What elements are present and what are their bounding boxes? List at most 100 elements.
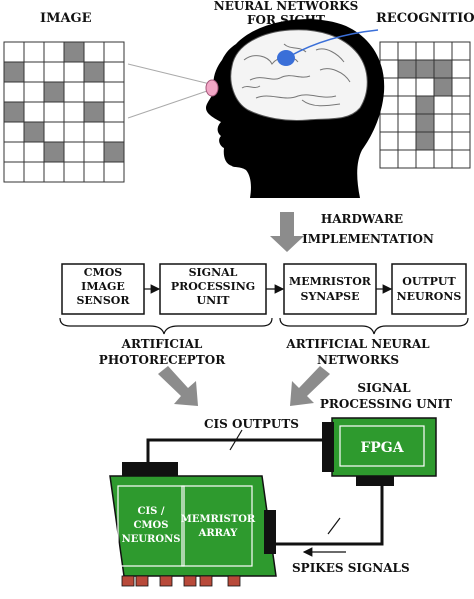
image-grid-cell: [3, 81, 25, 103]
image-grid-cell: [3, 101, 25, 123]
image-grid-cell: [103, 141, 125, 163]
block-cmos-line3: SENSOR: [76, 294, 130, 307]
image-grid-cell: [43, 161, 65, 183]
memristor-array-line1: MEMRISTOR: [181, 514, 256, 525]
image-grid-cell: [23, 161, 45, 183]
recognition-grid-cell: [451, 41, 471, 61]
recognition-grid-cell: [451, 77, 471, 97]
block-spu-line1: SIGNAL: [189, 266, 238, 279]
recognition-grid-cell: [415, 41, 435, 61]
image-grid-cell: [83, 81, 105, 103]
recognition-grid-cell: [415, 113, 435, 133]
neural-networks-label-line1: NEURAL NETWORKS: [214, 0, 359, 13]
image-grid-cell: [3, 61, 25, 83]
memristor-array-line2: ARRAY: [198, 528, 239, 539]
image-grid-cell: [83, 41, 105, 63]
main-board: CIS / CMOS NEURONS MEMRISTOR ARRAY: [109, 475, 277, 577]
sight-line-bottom: [127, 89, 211, 119]
image-grid-cell: [43, 61, 65, 83]
image-grid-cell: [103, 41, 125, 63]
image-grid-cell: [63, 101, 85, 123]
image-grid-cell: [23, 61, 45, 83]
recognition-grid-cell: [451, 131, 471, 151]
recognition-grid-cell: [397, 95, 417, 115]
block-cmos-line2: IMAGE: [81, 280, 125, 293]
image-grid-cell: [63, 141, 85, 163]
eye-icon: [205, 79, 219, 97]
image-grid-cell: [103, 61, 125, 83]
recognition-grid-cell: [415, 77, 435, 97]
image-grid-cell: [23, 141, 45, 163]
spikes-signals-label: SPIKES SIGNALS: [292, 561, 410, 575]
hardware-label-line1: HARDWARE: [321, 212, 403, 226]
recognition-grid-cell: [433, 77, 453, 97]
image-grid-cell: [3, 121, 25, 143]
image-grid-cell: [3, 161, 25, 183]
fpga-side-connector: [322, 422, 334, 472]
image-grid-cell: [83, 61, 105, 83]
recognition-grid-cell: [379, 131, 399, 151]
block-signal-processing-unit: SIGNAL PROCESSING UNIT: [159, 263, 267, 315]
visual-area-highlight: [277, 50, 295, 66]
recognition-grid-cell: [397, 59, 417, 79]
hardware-label-line2: IMPLEMENTATION: [302, 232, 434, 246]
recognition-grid-cell: [379, 149, 399, 169]
image-grid-cell: [103, 121, 125, 143]
image-grid-cell: [63, 81, 85, 103]
recognition-grid-cell: [433, 149, 453, 169]
brain-icon: [230, 29, 368, 121]
image-grid-cell: [23, 121, 45, 143]
image-grid-cell: [3, 141, 25, 163]
image-grid-cell: [63, 121, 85, 143]
image-grid-cell: [63, 161, 85, 183]
image-grid-cell: [23, 41, 45, 63]
group-left-line2: PHOTORECEPTOR: [99, 353, 226, 367]
block-memristor-line1: MEMRISTOR: [289, 275, 372, 288]
cis-block-line1: CIS /: [138, 506, 165, 517]
group-right-line1: ARTIFICIAL NEURAL: [285, 337, 430, 351]
recognition-grid-cell: [451, 149, 471, 169]
image-grid-cell: [63, 61, 85, 83]
recognition-grid-cell: [397, 149, 417, 169]
main-board-top-connector: [122, 462, 178, 476]
image-grid-cell: [103, 161, 125, 183]
recognition-label: RECOGNITION: [376, 11, 474, 26]
block-cmos-image-sensor: CMOS IMAGE SENSOR: [61, 263, 145, 315]
image-grid-cell: [43, 41, 65, 63]
recognition-grid-cell: [415, 59, 435, 79]
group-right-line2: NETWORKS: [317, 353, 399, 367]
sight-line-top: [127, 63, 211, 85]
group-left-line1: ARTIFICIAL: [121, 337, 203, 351]
brain-folds: [241, 43, 351, 107]
image-grid-cell: [23, 81, 45, 103]
block-spu-line3: UNIT: [197, 294, 231, 307]
fpga-label: FPGA: [360, 440, 404, 456]
cis-bus-slash: [229, 429, 243, 451]
spu-board-label-line2: PROCESSING UNIT: [320, 397, 452, 411]
recognition-grid-cell: [397, 41, 417, 61]
spu-board-label-line1: SIGNAL: [357, 381, 411, 395]
block-output-line2: NEURONS: [397, 290, 462, 303]
image-grid-cell: [43, 141, 65, 163]
spikes-cable: [274, 486, 384, 546]
recognition-grid: [379, 41, 471, 169]
recognition-grid-cell: [433, 113, 453, 133]
image-grid-cell: [83, 141, 105, 163]
recognition-grid-cell: [433, 41, 453, 61]
fpga-board: FPGA: [331, 417, 437, 477]
recognition-grid-cell: [433, 131, 453, 151]
block-output-line1: OUTPUT: [402, 275, 456, 288]
board-pins: [121, 575, 241, 587]
block-cmos-line1: CMOS: [84, 266, 123, 279]
recognition-grid-cell: [451, 59, 471, 79]
arrow-networks-to-board: [290, 366, 330, 406]
image-grid-cell: [103, 101, 125, 123]
image-grid-cell: [43, 101, 65, 123]
recognition-grid-cell: [451, 95, 471, 115]
cis-cable: [146, 438, 326, 470]
image-grid-cell: [43, 121, 65, 143]
image-grid-cell: [83, 101, 105, 123]
image-grid-cell: [103, 81, 125, 103]
recognition-grid-cell: [415, 95, 435, 115]
